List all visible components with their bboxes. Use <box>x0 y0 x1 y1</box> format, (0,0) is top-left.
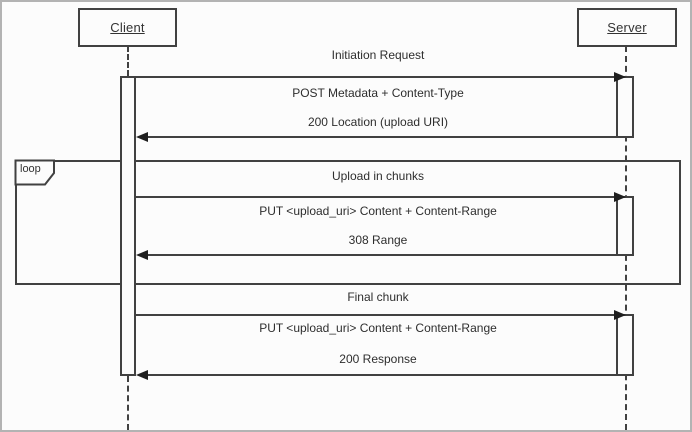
message-arrow-put-chunk <box>136 196 618 198</box>
message-label-200-location: 200 Location (upload URI) <box>307 115 449 129</box>
message-arrow-put-final <box>136 314 618 316</box>
arrowhead-right-icon <box>614 192 626 202</box>
message-label-put-chunk: PUT <upload_uri> Content + Content-Range <box>259 204 497 218</box>
message-label-put-final: PUT <upload_uri> Content + Content-Range <box>259 321 497 335</box>
loop-operator-label: loop <box>20 163 41 175</box>
client-activation-bar <box>120 76 136 376</box>
section-title-upload-in-chunks: Upload in chunks <box>331 169 425 183</box>
server-actor-box: Server <box>577 8 677 47</box>
message-label-200-response: 200 Response <box>339 352 417 366</box>
loop-operator-tab <box>14 159 55 186</box>
arrowhead-right-icon <box>614 310 626 320</box>
arrowhead-left-icon <box>136 132 148 142</box>
message-label-post-metadata: POST Metadata + Content-Type <box>292 86 464 100</box>
server-actor-label: Server <box>607 20 647 35</box>
client-lifeline-lower <box>127 376 129 430</box>
client-actor-label: Client <box>110 20 145 35</box>
loop-frame <box>15 160 681 285</box>
arrowhead-right-icon <box>614 72 626 82</box>
message-arrow-308-range <box>140 254 616 256</box>
message-label-308-range: 308 Range <box>348 233 408 247</box>
arrowhead-left-icon <box>136 250 148 260</box>
client-actor-box: Client <box>78 8 177 47</box>
section-title-initiation-request: Initiation Request <box>331 48 425 62</box>
arrowhead-left-icon <box>136 370 148 380</box>
message-arrow-200-location <box>140 136 616 138</box>
message-arrow-post-metadata <box>136 76 618 78</box>
client-lifeline-upper <box>127 46 129 76</box>
message-arrow-200-response <box>140 374 616 376</box>
section-title-final-chunk: Final chunk <box>347 290 409 304</box>
